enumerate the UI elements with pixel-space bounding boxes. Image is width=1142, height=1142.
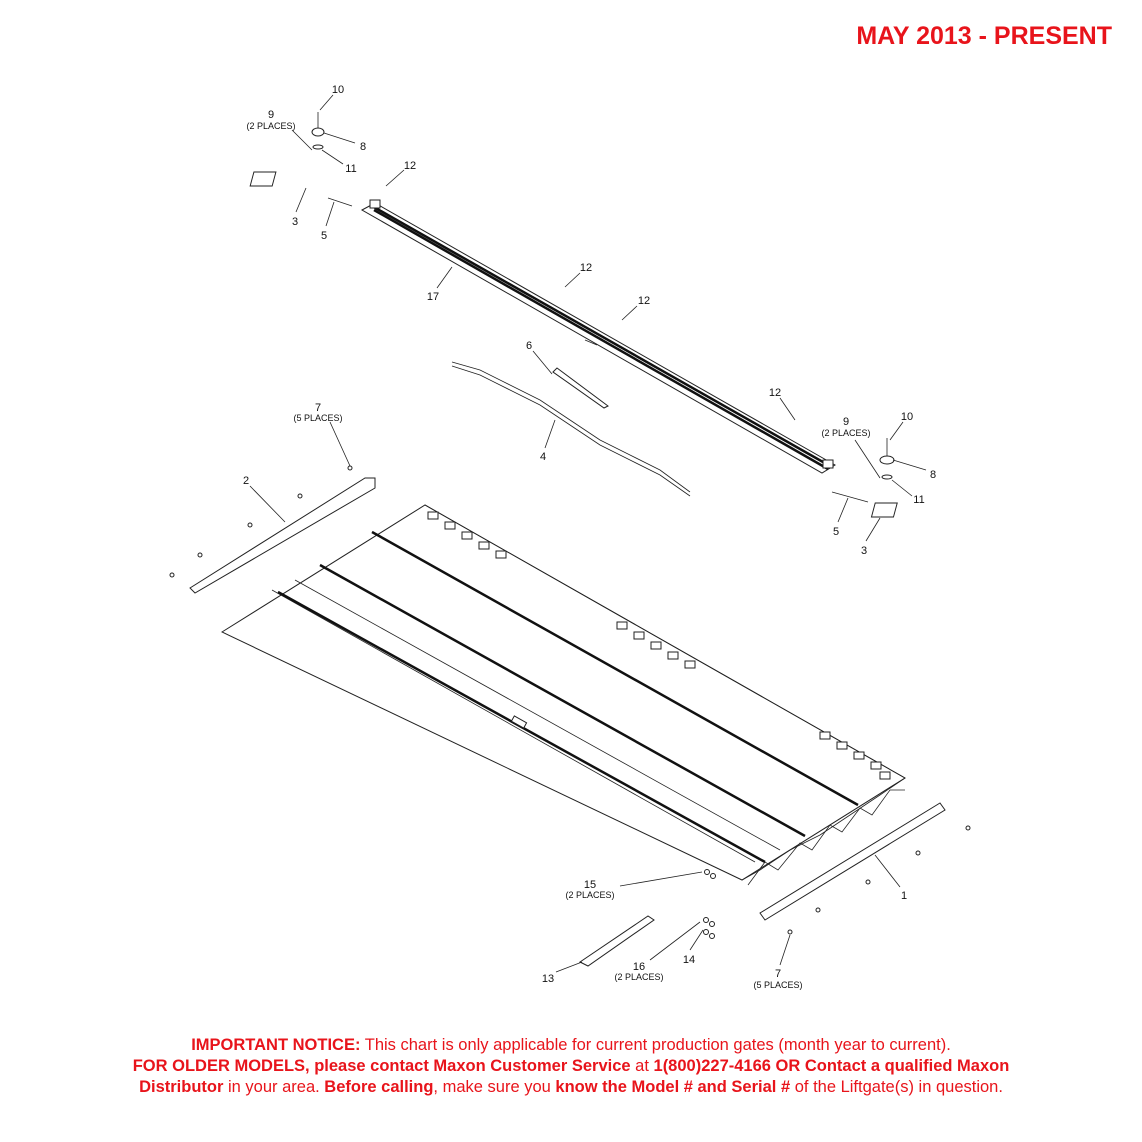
callout-4: 4 bbox=[540, 451, 546, 463]
callout-9-qty: (2 PLACES) bbox=[246, 121, 295, 131]
notice-text: of the Liftgate(s) in question. bbox=[790, 1078, 1003, 1096]
notice-older-models: FOR OLDER MODELS, please contact Maxon C… bbox=[132, 1057, 631, 1075]
callout-6: 6 bbox=[526, 340, 532, 352]
callout-11: 11 bbox=[913, 494, 924, 506]
important-notice: IMPORTANT NOTICE: This chart is only app… bbox=[0, 1035, 1142, 1098]
callout-9-qty: (2 PLACES) bbox=[821, 428, 870, 438]
callout-8: 8 bbox=[360, 141, 366, 153]
callout-11: 11 bbox=[345, 163, 356, 175]
callout-9: 9 bbox=[843, 416, 849, 428]
callout-10: 10 bbox=[332, 84, 344, 96]
callout-5: 5 bbox=[321, 230, 327, 242]
notice-text: , make sure you bbox=[433, 1078, 556, 1096]
notice-distributor: Distributor bbox=[139, 1078, 224, 1096]
platform bbox=[220, 504, 906, 886]
callout-10: 10 bbox=[901, 411, 913, 423]
notice-model-serial: know the Model # and Serial # bbox=[555, 1078, 791, 1096]
callout-17: 17 bbox=[427, 291, 439, 303]
callout-9: 9 bbox=[268, 109, 274, 121]
callout-14: 14 bbox=[683, 954, 695, 966]
hinge-tabs bbox=[427, 511, 891, 780]
callout-5: 5 bbox=[833, 526, 839, 538]
callout-12: 12 bbox=[769, 387, 781, 399]
small-parts bbox=[169, 112, 971, 967]
callout-labels: 10 9 (2 PLACES) 8 11 12 3 5 17 12 12 6 7… bbox=[243, 84, 936, 990]
callout-15-qty: (2 PLACES) bbox=[565, 890, 614, 900]
callout-2: 2 bbox=[243, 475, 249, 487]
callout-16-qty: (2 PLACES) bbox=[614, 972, 663, 982]
callout-12: 12 bbox=[638, 295, 650, 307]
notice-text: in your area. bbox=[223, 1078, 325, 1096]
callout-12: 12 bbox=[580, 262, 592, 274]
notice-text: This chart is only applicable for curren… bbox=[360, 1036, 951, 1054]
callout-3: 3 bbox=[292, 216, 298, 228]
date-range-title: MAY 2013 - PRESENT bbox=[856, 22, 1112, 50]
notice-heading: IMPORTANT NOTICE: bbox=[191, 1036, 361, 1054]
callout-7-qty: (5 PLACES) bbox=[293, 413, 342, 423]
callout-12: 12 bbox=[404, 160, 416, 172]
notice-text: at bbox=[630, 1057, 654, 1075]
callout-8: 8 bbox=[930, 469, 936, 481]
callout-7-qty: (5 PLACES) bbox=[753, 980, 802, 990]
callout-1: 1 bbox=[901, 890, 907, 902]
callout-7: 7 bbox=[775, 968, 781, 980]
callout-16: 16 bbox=[633, 961, 645, 973]
hinge-bar bbox=[360, 199, 836, 474]
notice-phone: 1(800)227-4166 OR Contact a qualified Ma… bbox=[653, 1057, 1010, 1075]
callout-3: 3 bbox=[861, 545, 867, 557]
callout-13: 13 bbox=[542, 973, 554, 985]
leader-lines bbox=[249, 94, 927, 973]
callout-15: 15 bbox=[584, 879, 596, 891]
notice-before-calling: Before calling bbox=[324, 1078, 434, 1096]
callout-7: 7 bbox=[315, 402, 321, 414]
